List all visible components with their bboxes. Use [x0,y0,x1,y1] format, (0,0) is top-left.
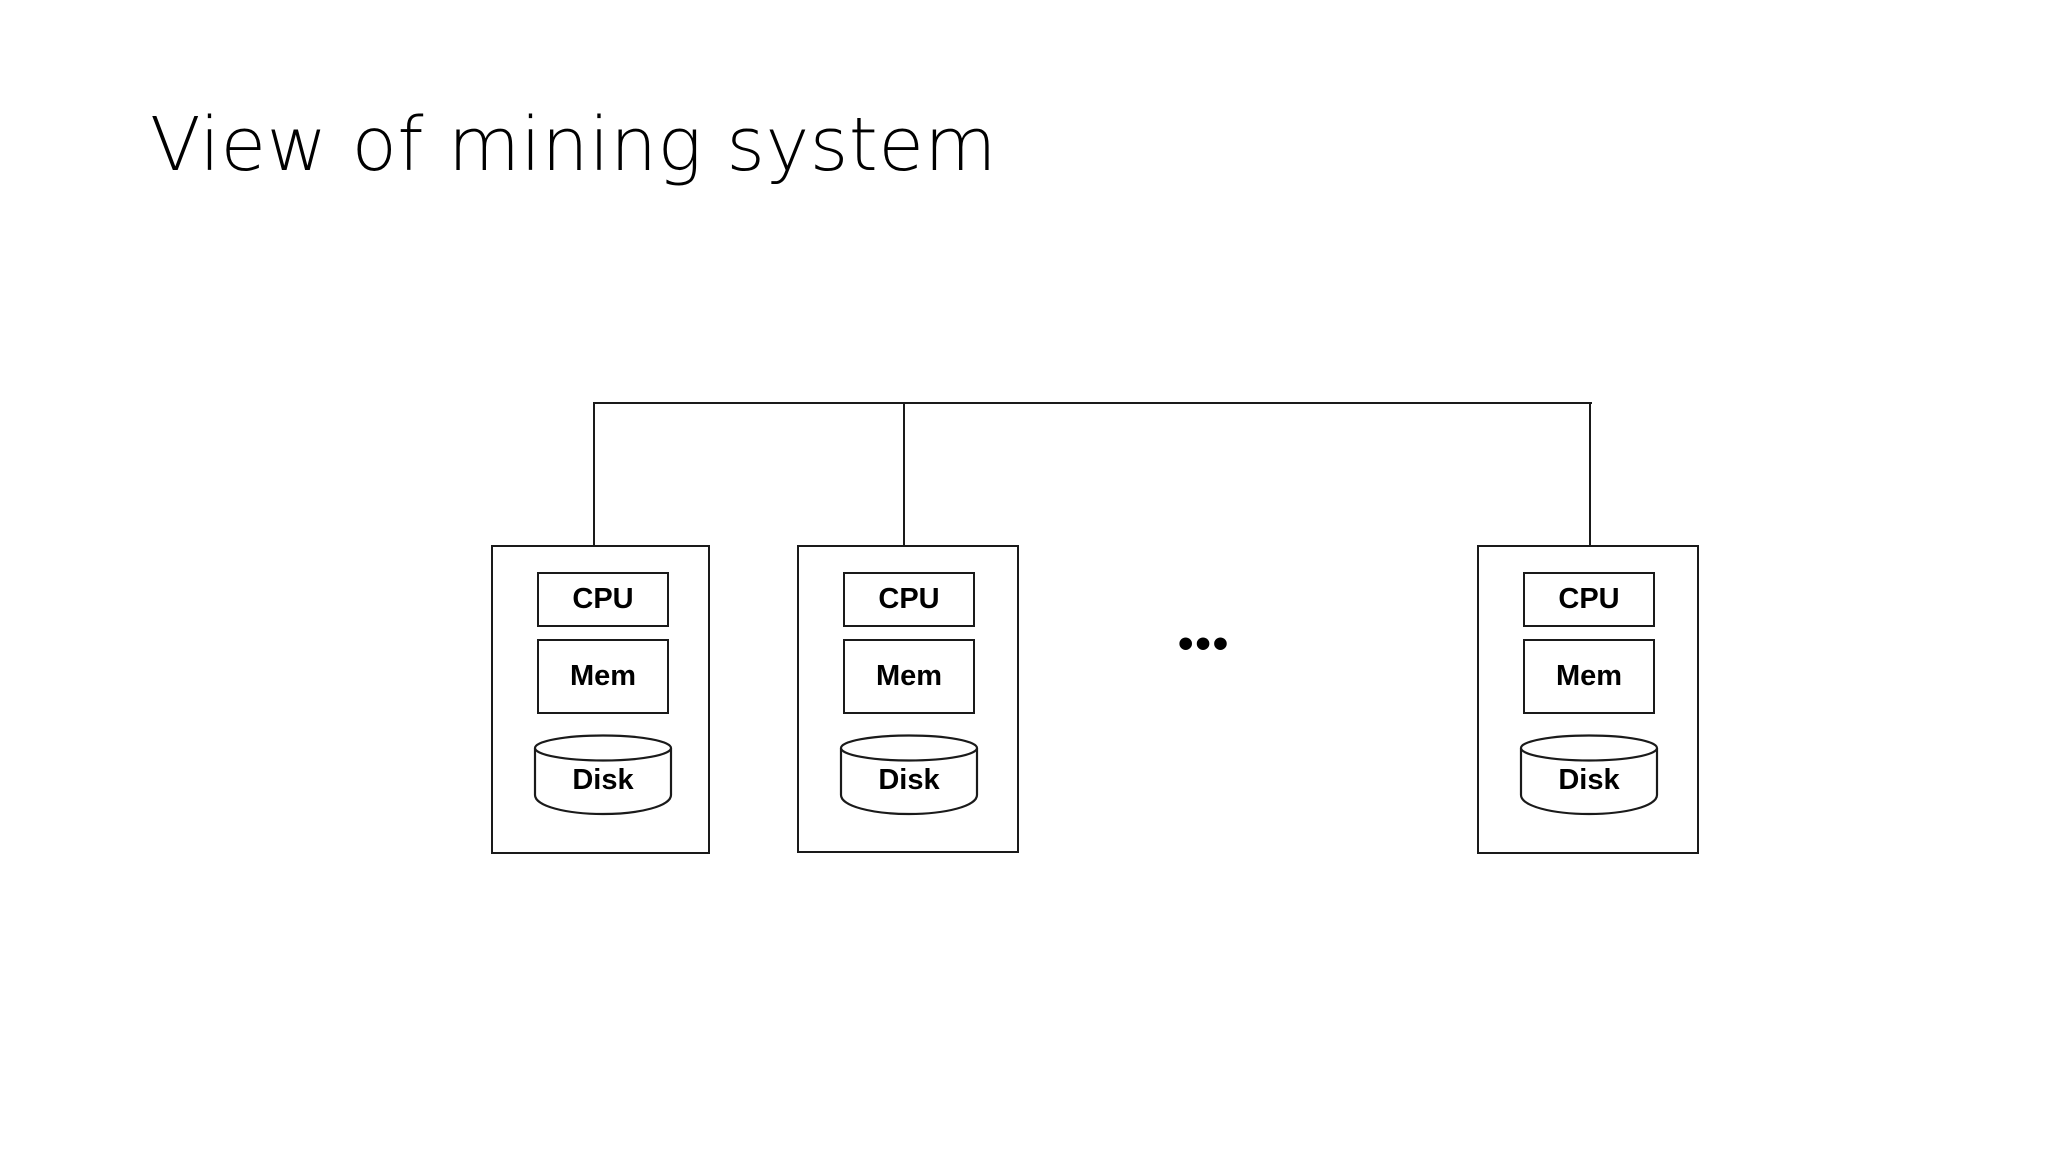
page-title: View of mining system [150,102,997,188]
node-2-disk-cylinder[interactable]: Disk [839,733,979,817]
node-2-cpu-box[interactable]: CPU [843,572,975,627]
node-1-cpu-label: CPU [572,583,634,615]
connector-line-node-2 [903,402,905,546]
cylinder-shape-icon [1519,734,1659,816]
node-2[interactable]: CPU Mem Disk [797,545,1019,853]
node-1-disk-label: Disk [572,763,634,796]
connector-line-node-3 [1589,402,1591,546]
node-3-cpu-label: CPU [1558,583,1620,615]
node-2-disk-label: Disk [878,763,940,796]
node-3-disk-cylinder[interactable]: Disk [1519,733,1659,817]
node-3[interactable]: CPU Mem Disk [1477,545,1699,854]
node-1-cpu-box[interactable]: CPU [537,572,669,627]
node-3-mem-box[interactable]: Mem [1523,639,1655,714]
node-2-mem-box[interactable]: Mem [843,639,975,714]
node-2-cpu-label: CPU [878,583,940,615]
node-3-disk-label: Disk [1558,763,1620,796]
more-nodes-ellipsis: ••• [1178,619,1231,668]
cylinder-shape-icon [533,734,673,816]
cylinder-shape-icon [839,734,979,816]
node-1-disk-cylinder[interactable]: Disk [533,733,673,817]
node-3-mem-label: Mem [1555,660,1623,692]
node-1-mem-label: Mem [569,660,637,692]
node-1-mem-box[interactable]: Mem [537,639,669,714]
node-2-mem-label: Mem [875,660,943,692]
interconnect-bus-line [594,402,1592,404]
connector-line-node-1 [593,402,595,546]
node-3-cpu-box[interactable]: CPU [1523,572,1655,627]
node-1[interactable]: CPU Mem Disk [491,545,710,854]
